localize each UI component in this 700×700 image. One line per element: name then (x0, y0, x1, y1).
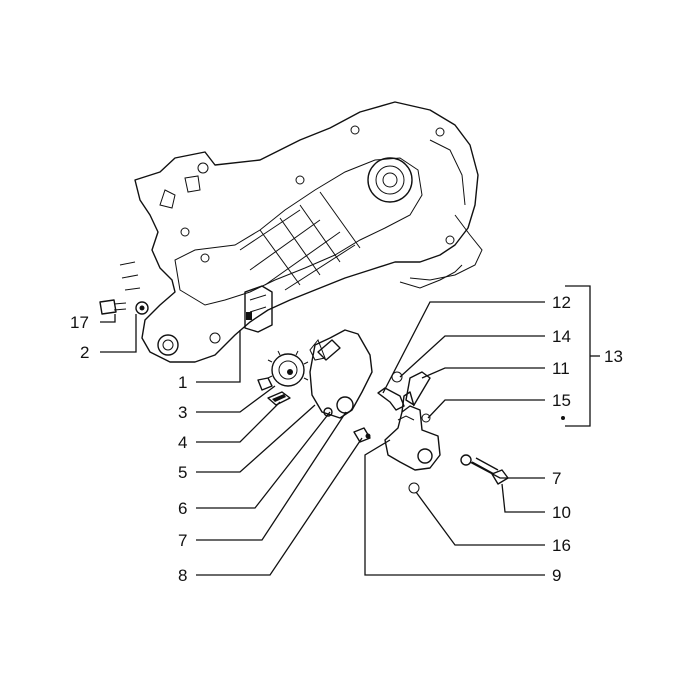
callout-8: 8 (178, 566, 187, 585)
part-14-clip (391, 371, 403, 383)
callout-7-left: 7 (178, 531, 187, 550)
part-7-pin-left (323, 407, 333, 417)
part-7-washer-right (460, 454, 472, 466)
part-2-washer (135, 301, 149, 315)
callout-6: 6 (178, 499, 187, 518)
callout-17: 17 (70, 313, 89, 332)
callout-9: 9 (552, 566, 561, 585)
part-5-cover-plate (309, 329, 373, 419)
crankcase-drawing (119, 101, 483, 363)
callout-7-right: 7 (552, 469, 561, 488)
callout-14: 14 (552, 327, 571, 346)
callout-16: 16 (552, 536, 571, 555)
callout-5: 5 (178, 463, 187, 482)
leader-lines (100, 285, 600, 576)
part-16-clip (408, 482, 420, 494)
callout-2: 2 (80, 343, 89, 362)
part-3-gear (257, 350, 309, 391)
callout-10: 10 (552, 503, 571, 522)
part-12-hose (377, 387, 405, 411)
callout-13: 13 (604, 347, 623, 366)
part-11-hose (405, 371, 431, 406)
part-15-clip (421, 413, 431, 423)
callout-4: 4 (178, 433, 187, 452)
callout-15: 15 (552, 391, 571, 410)
part-1-pad (244, 285, 273, 333)
part-8-screw (353, 427, 371, 443)
callout-12: 12 (552, 293, 571, 312)
callout-11: 11 (552, 359, 570, 378)
callout-1: 1 (178, 373, 187, 392)
part-17-bolt (99, 299, 127, 315)
part-4-shoe (267, 391, 291, 406)
callout-labels: 17 2 1 3 4 5 6 7 8 12 14 11 15 13 7 10 1… (70, 293, 623, 585)
part-10-bolt (471, 457, 509, 485)
callout-3: 3 (178, 403, 187, 422)
